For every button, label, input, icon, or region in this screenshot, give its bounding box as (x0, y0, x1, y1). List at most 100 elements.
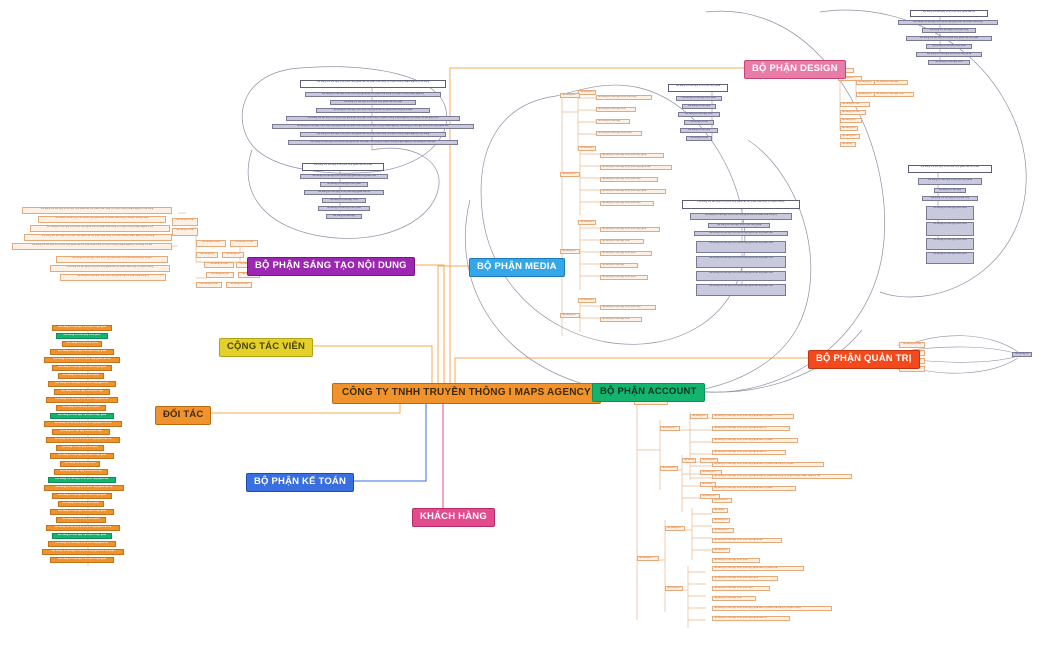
partner-list-item-1[interactable]: nội dung chi tiết quy trình phối (56, 333, 108, 339)
coordination-process-title[interactable]: nội dung chi tiết quy trình phối hợp giữ… (908, 165, 992, 173)
coordination-process-6[interactable]: nội dung chi tiết quy trình phối (926, 252, 974, 264)
partner-sub-0[interactable]: nội dung chi tiết (172, 218, 198, 226)
dept-node-partner[interactable]: ĐỐI TÁC (155, 406, 212, 425)
coordination-process-1[interactable]: nội dung chi tiết quy (934, 188, 966, 193)
media-process-a-2[interactable]: nội dung chi tiết quy trình (678, 112, 720, 117)
account-leaf-20[interactable]: nội dung (682, 458, 696, 463)
media-process-b-6[interactable]: nội dung chi tiết quy trình phối hợp giữ… (696, 284, 786, 296)
partner-note-3[interactable]: nội dung chi tiết quy trình phối hợp giữ… (24, 234, 172, 241)
partner-note-0[interactable]: nội dung chi tiết quy trình phối hợp giữ… (22, 207, 172, 214)
partner-sub-3[interactable]: nội dung chi tiết (230, 240, 258, 247)
design-leaf-10[interactable]: nội dung chi (840, 134, 860, 139)
content-process-a-2[interactable]: nội dung chi tiết quy trình phối hợp giữ… (316, 108, 430, 113)
account-leaf-25[interactable]: nội dung chi tiết quy trình phối hợp (712, 586, 770, 591)
coordination-process-2[interactable]: nội dung chi tiết quy trình phối hợp (922, 196, 978, 201)
partner-list-item-17[interactable]: nội dung chi tiết quy trình (60, 461, 100, 467)
media-leaf-3[interactable]: nội dung chi tiết quy trình phối (596, 131, 642, 136)
account-leaf-31[interactable]: nội dung chi (665, 586, 683, 591)
partner-list-item-6[interactable]: nội dung chi tiết quy trình phối (58, 373, 104, 379)
partner-sub-4[interactable]: nội dung chi (196, 252, 218, 258)
media-leaf-12[interactable]: nội dung chi tiết quy (600, 263, 638, 268)
media-process-b-1[interactable]: nội dung chi tiết quy trình phối hợp giữ… (708, 223, 770, 228)
partner-list-item-2[interactable]: nội dung chi tiết quy trình (62, 341, 102, 347)
partner-list-item-19[interactable]: nội dung chi tiết quy trình phối hợp giữ… (48, 477, 116, 483)
partner-note-5[interactable]: nội dung chi tiết quy trình phối hợp giữ… (56, 256, 168, 263)
partner-list-item-20[interactable]: nội dung chi tiết quy trình phối hợp giữ… (44, 485, 124, 491)
media-leaf-21[interactable]: nội dung chi (560, 172, 580, 177)
media-leaf-2[interactable]: nội dung chi tiết quy (596, 119, 630, 124)
media-leaf-1[interactable]: nội dung chi tiết quy trình (596, 107, 636, 112)
media-leaf-13[interactable]: nội dung chi tiết quy trình phối (600, 275, 648, 280)
account-leaf-8[interactable]: nội dung chi (700, 458, 718, 463)
content-process-a-3[interactable]: nội dung chi tiết quy trình phối hợp giữ… (286, 116, 460, 121)
media-leaf-9[interactable]: nội dung chi tiết quy trình phối hợp giữ… (600, 227, 660, 232)
partner-sub-2[interactable]: nội dung chi tiết (196, 240, 226, 247)
media-process-b-2[interactable]: nội dung chi tiết quy trình phối hợp giữ… (694, 231, 788, 236)
content-process-b-0[interactable]: nội dung chi tiết quy trình phối hợp giữ… (300, 174, 388, 179)
account-leaf-22[interactable]: nội dung chi (660, 466, 678, 471)
account-leaf-3[interactable]: nội dung chi tiết quy trình phối hợp giữ… (712, 438, 798, 443)
account-leaf-13[interactable]: nội dung (712, 508, 728, 513)
media-process-a-4[interactable]: nội dung chi tiết quy (680, 128, 718, 133)
design-leaf-9[interactable]: nội dung chi (840, 126, 858, 131)
partner-list-item-3[interactable]: nội dung chi tiết quy trình phối hợp giữ… (50, 349, 114, 355)
content-process-title-a[interactable]: nội dung chi tiết quy trình phối hợp giữ… (300, 80, 446, 88)
design-process-2[interactable]: nội dung chi tiết quy trình phối hợp giữ… (906, 36, 992, 41)
content-process-a-1[interactable]: nội dung chi tiết quy trình phối hợp giữ… (330, 100, 416, 105)
dept-node-media[interactable]: BỘ PHẬN MEDIA (469, 258, 565, 277)
partner-list-item-22[interactable]: nội dung chi tiết quy trình phối (58, 501, 104, 507)
dept-node-design[interactable]: BỘ PHẬN DESIGN (744, 60, 846, 79)
partner-list-item-12[interactable]: nội dung chi tiết quy trình phối hợp giữ… (44, 421, 122, 427)
coordination-process-0[interactable]: nội dung chi tiết quy trình phối hợp giữ… (918, 178, 982, 185)
design-leaf-4[interactable]: nội dung chi (856, 92, 876, 97)
partner-list-item-5[interactable]: nội dung chi tiết quy trình phối hợp giữ… (52, 365, 112, 371)
dept-node-accounting[interactable]: BỘ PHẬN KẾ TOÁN (246, 473, 355, 492)
dept-node-management[interactable]: BỘ PHẬN QUẢN TRỊ (808, 350, 920, 369)
design-leaf-3[interactable]: nội dung chi tiết quy (874, 80, 908, 85)
account-leaf-24[interactable]: nội dung chi tiết quy trình phối hợp giữ… (712, 576, 778, 581)
media-process-b-0[interactable]: nội dung chi tiết quy trình phối hợp giữ… (690, 213, 792, 220)
media-leaf-4[interactable]: nội dung chi tiết quy trình phối hợp giữ… (600, 153, 664, 158)
content-process-b-4[interactable]: nội dung chi tiết quy trình phối (318, 206, 370, 211)
content-process-title-b[interactable]: nội dung chi tiết quy trình phối hợp giữ… (302, 163, 384, 171)
account-leaf-27[interactable]: nội dung chi tiết quy trình phối hợp giữ… (712, 606, 832, 611)
design-process-0[interactable]: nội dung chi tiết quy trình phối hợp giữ… (898, 20, 998, 25)
dept-node-content[interactable]: BỘ PHẬN SÁNG TẠO NỘI DUNG (247, 257, 415, 276)
account-leaf-5[interactable]: nội dung chi tiết quy trình phối hợp giữ… (712, 462, 824, 467)
dept-node-account[interactable]: BỘ PHẬN ACCOUNT (592, 383, 705, 402)
media-leaf-22[interactable]: nội dung chi (560, 249, 580, 254)
coordination-process-4[interactable]: nội dung chi tiết quy trình phối (926, 222, 974, 236)
media-leaf-10[interactable]: nội dung chi tiết quy trình (600, 239, 644, 244)
dept-node-client[interactable]: KHÁCH HÀNG (412, 508, 495, 527)
content-process-b-3[interactable]: nội dung chi tiết quy trình (322, 198, 366, 203)
account-leaf-16[interactable]: nội dung chi tiết quy trình phối hợp giữ… (712, 538, 782, 543)
partner-sub-8[interactable]: nội dung chi tiết (206, 272, 234, 278)
partner-list-item-15[interactable]: nội dung chi tiết quy trình phối (56, 445, 104, 451)
coordination-process-3[interactable]: nội dung chi tiết quy trình phối (926, 206, 974, 220)
media-leaf-14[interactable]: nội dung chi tiết quy trình phối hợp (600, 305, 656, 310)
media-process-title-a[interactable]: nội dung chi tiết quy trình phối hợp giữ… (668, 84, 728, 92)
design-leaf-5[interactable]: nội dung chi tiết quy trình (874, 92, 914, 97)
content-process-b-1[interactable]: nội dung chi tiết quy trình phối (320, 182, 368, 187)
partner-list-item-24[interactable]: nội dung chi tiết quy trình phối (56, 517, 106, 523)
media-leaf-0[interactable]: nội dung chi tiết quy trình phối hợp (596, 95, 652, 100)
partner-note-4[interactable]: nội dung chi tiết quy trình phối hợp giữ… (12, 243, 172, 250)
partner-list-item-0[interactable]: nội dung chi tiết quy trình phối hợp giữ… (52, 325, 112, 331)
partner-list-item-14[interactable]: nội dung chi tiết quy trình phối hợp giữ… (46, 437, 120, 443)
media-leaf-20[interactable]: nội dung chi (560, 93, 580, 98)
account-leaf-14[interactable]: nội dung chi (712, 518, 730, 523)
account-leaf-17[interactable]: nội dung chi (712, 548, 730, 553)
center-node-company[interactable]: CÔNG TY TNHH TRUYỀN THÔNG I MAPS AGENCY (332, 383, 601, 404)
partner-list-item-7[interactable]: nội dung chi tiết quy trình phối hợp giữ… (48, 381, 116, 387)
design-leaf-6[interactable]: nội dung chi tiết (840, 102, 870, 107)
account-leaf-26[interactable]: nội dung chi tiết quy trình (712, 596, 756, 601)
content-process-a-5[interactable]: nội dung chi tiết quy trình phối hợp giữ… (300, 132, 446, 137)
account-leaf-15[interactable]: nội dung chi (712, 528, 734, 533)
media-process-a-5[interactable]: nội dung chi tiết (686, 136, 712, 141)
design-process-1[interactable]: nội dung chi tiết quy trình phối hợp (922, 28, 976, 33)
account-leaf-19[interactable]: nội dung chi (690, 414, 708, 419)
management-endpoint[interactable]: nội dung chi (1012, 352, 1032, 357)
design-leaf-8[interactable]: nội dung chi (840, 118, 862, 123)
design-leaf-1[interactable]: nội dung chi (838, 76, 862, 81)
media-leaf-5[interactable]: nội dung chi tiết quy trình phối hợp giữ… (600, 165, 672, 170)
